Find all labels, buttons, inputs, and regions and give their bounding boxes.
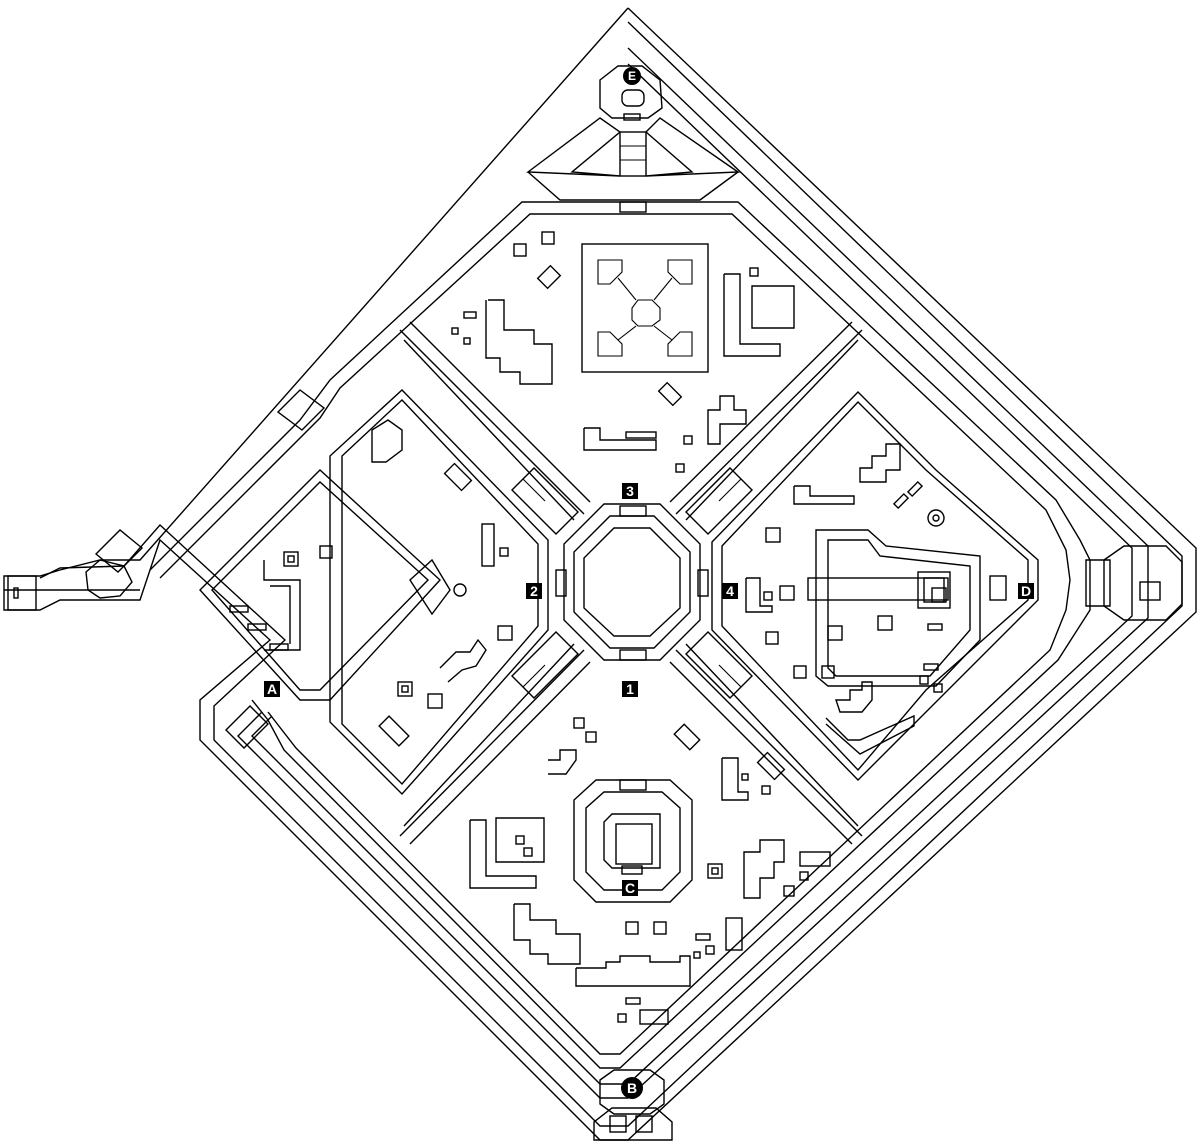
marker-D[interactable]: D bbox=[1018, 583, 1034, 599]
marker-B[interactable]: B bbox=[621, 1077, 643, 1099]
north-gate bbox=[526, 65, 741, 213]
svg-text:4: 4 bbox=[726, 583, 734, 599]
svg-text:B: B bbox=[627, 1080, 637, 1096]
svg-text:2: 2 bbox=[530, 583, 538, 599]
east-quarter bbox=[711, 391, 1039, 781]
svg-text:1: 1 bbox=[626, 681, 634, 697]
north-quarter bbox=[451, 231, 795, 473]
diagonal-roads bbox=[399, 321, 863, 845]
svg-text:D: D bbox=[1021, 583, 1031, 599]
marker-C[interactable]: C bbox=[622, 880, 638, 896]
marker-E[interactable]: E bbox=[623, 67, 641, 85]
marker-A[interactable]: A bbox=[264, 681, 280, 697]
svg-text:C: C bbox=[625, 880, 635, 896]
marker-2[interactable]: 2 bbox=[526, 583, 542, 599]
west-quarter bbox=[94, 389, 549, 796]
marker-4[interactable]: 4 bbox=[722, 583, 738, 599]
outer-wall bbox=[3, 7, 1197, 1141]
central-plaza bbox=[555, 503, 709, 661]
marker-1[interactable]: 1 bbox=[622, 681, 638, 697]
south-quarter bbox=[469, 717, 831, 1025]
east-gate bbox=[1085, 545, 1183, 621]
marker-3[interactable]: 3 bbox=[622, 483, 638, 499]
svg-text:E: E bbox=[628, 69, 636, 83]
svg-text:3: 3 bbox=[626, 483, 634, 499]
south-gate bbox=[593, 1069, 673, 1141]
svg-text:A: A bbox=[267, 681, 277, 697]
